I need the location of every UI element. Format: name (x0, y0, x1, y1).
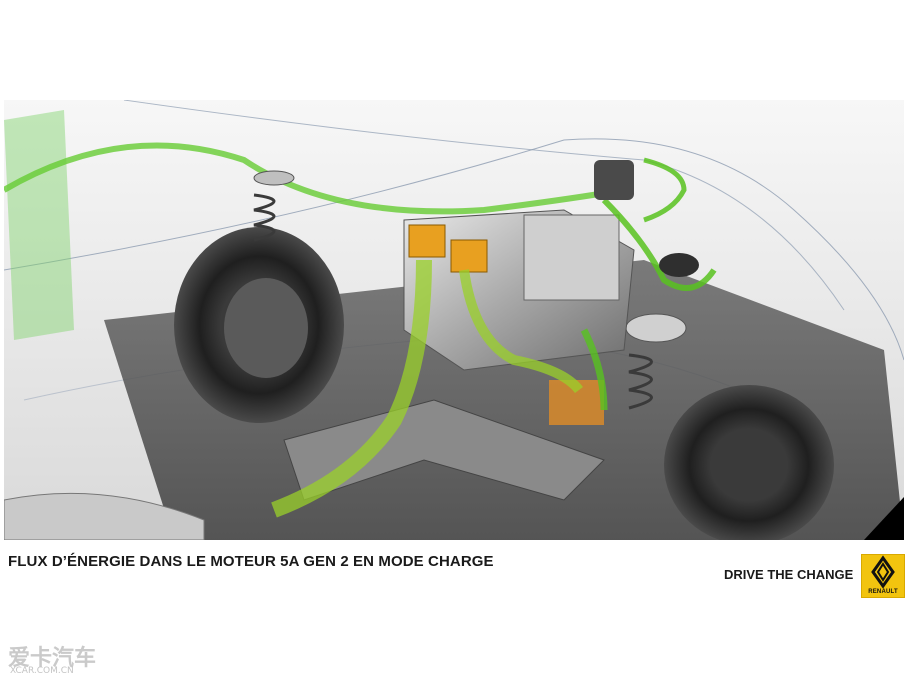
corner-triangle-mark (864, 497, 904, 540)
engine-cutaway-photo (4, 100, 904, 540)
engine-illustration (4, 100, 904, 540)
renault-diamond-icon (871, 555, 895, 589)
image-caption: FLUX D’ÉNERGIE DANS LE MOTEUR 5A GEN 2 E… (8, 553, 494, 570)
watermark-url: XCAR.COM.CN (10, 666, 74, 676)
brand-slogan: DRIVE THE CHANGE (724, 567, 854, 582)
renault-logo: RENAULT (861, 554, 905, 598)
brand-name: RENAULT (868, 589, 898, 595)
watermark-text: 爱卡汽车 (8, 646, 97, 671)
